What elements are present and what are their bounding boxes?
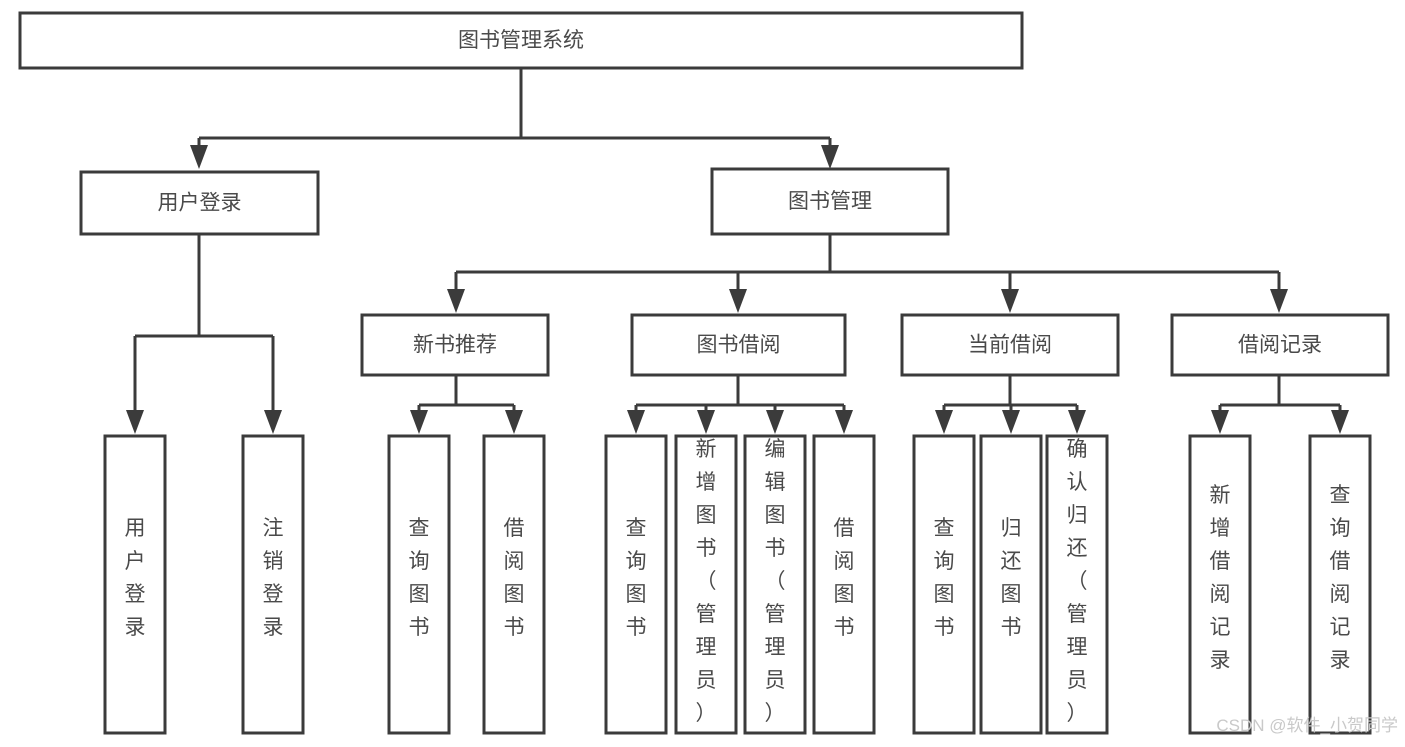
root-box[interactable] bbox=[18, 11, 1024, 70]
leaf-node[interactable]: 查询图书 bbox=[912, 434, 976, 735]
level2-node[interactable]: 当前借阅 bbox=[900, 313, 1120, 377]
leaf-label: 确认归还（管理员） bbox=[1067, 438, 1088, 725]
level2-node[interactable]: 新书推荐 bbox=[360, 313, 550, 377]
csdn-watermark: CSDN @软件_小贺同学 bbox=[1216, 716, 1398, 735]
level2-node[interactable]: 借阅记录 bbox=[1170, 313, 1390, 377]
leaf-box[interactable] bbox=[387, 434, 451, 735]
leaf-label: 注销登录 bbox=[263, 517, 284, 639]
connector-current-to-leaves bbox=[935, 375, 1086, 434]
leaf-label: 归还图书 bbox=[1001, 517, 1022, 639]
level1-label: 用户登录 bbox=[158, 192, 242, 215]
level1-node[interactable]: 图书管理 bbox=[710, 167, 950, 236]
level2-label: 当前借阅 bbox=[968, 334, 1052, 357]
leaf-label: 查询图书 bbox=[626, 517, 647, 639]
leaf-label: 借阅图书 bbox=[834, 517, 855, 639]
connector-books-to-level2 bbox=[447, 234, 1288, 313]
leaf-label: 新增图书（管理员） bbox=[696, 438, 717, 725]
leaf-node[interactable]: 查询图书 bbox=[387, 434, 451, 735]
leaf-box[interactable] bbox=[1308, 434, 1372, 735]
leaf-label: 编辑图书（管理员） bbox=[765, 438, 786, 725]
leaf-node[interactable]: 查询借阅记录 bbox=[1308, 434, 1372, 735]
leaf-node[interactable]: 查询图书 bbox=[604, 434, 668, 735]
root-node[interactable]: 图书管理系统 bbox=[18, 11, 1024, 70]
level2-box[interactable] bbox=[1170, 313, 1390, 377]
leaf-box[interactable] bbox=[103, 434, 167, 735]
leaf-box[interactable] bbox=[812, 434, 876, 735]
level1-box[interactable] bbox=[79, 170, 320, 236]
level2-label: 图书借阅 bbox=[697, 334, 781, 357]
leaf-node[interactable]: 新增借阅记录 bbox=[1188, 434, 1252, 735]
leaf-box[interactable] bbox=[1188, 434, 1252, 735]
leaf-box[interactable] bbox=[1045, 434, 1109, 735]
level2-label: 借阅记录 bbox=[1238, 334, 1322, 357]
connector-records-to-leaves bbox=[1211, 375, 1349, 434]
leaf-box[interactable] bbox=[674, 434, 738, 735]
leaf-node[interactable]: 借阅图书 bbox=[482, 434, 546, 735]
leaf-node[interactable]: 确认归还（管理员） bbox=[1045, 434, 1109, 735]
leaf-box[interactable] bbox=[482, 434, 546, 735]
leaf-node[interactable]: 新增图书（管理员） bbox=[674, 434, 738, 735]
level1-node[interactable]: 用户登录 bbox=[79, 170, 320, 236]
leaf-box[interactable] bbox=[604, 434, 668, 735]
leaf-label: 查询图书 bbox=[934, 517, 955, 639]
level2-box[interactable] bbox=[360, 313, 550, 377]
leaf-node[interactable]: 注销登录 bbox=[241, 434, 305, 735]
leaf-label: 查询借阅记录 bbox=[1330, 484, 1351, 672]
level2-label: 新书推荐 bbox=[413, 334, 497, 357]
leaf-label: 查询图书 bbox=[409, 517, 430, 639]
level2-node[interactable]: 图书借阅 bbox=[630, 313, 847, 377]
leaf-box[interactable] bbox=[979, 434, 1043, 735]
leaf-label: 用户登录 bbox=[125, 517, 146, 639]
connector-borrow-to-leaves bbox=[627, 375, 853, 434]
connector-layer bbox=[126, 68, 1349, 434]
leaf-box[interactable] bbox=[912, 434, 976, 735]
level2-box[interactable] bbox=[900, 313, 1120, 377]
leaf-label: 新增借阅记录 bbox=[1210, 484, 1231, 672]
leaf-node[interactable]: 编辑图书（管理员） bbox=[743, 434, 807, 735]
level1-box[interactable] bbox=[710, 167, 950, 236]
leaf-box[interactable] bbox=[241, 434, 305, 735]
leaf-box[interactable] bbox=[743, 434, 807, 735]
connector-login-to-leaves bbox=[126, 234, 282, 434]
connector-newbooks-to-leaves bbox=[410, 375, 523, 434]
node-layer: 图书管理系统用户登录图书管理新书推荐图书借阅当前借阅借阅记录用户登录注销登录查询… bbox=[18, 11, 1390, 735]
leaf-label: 借阅图书 bbox=[504, 517, 525, 639]
root-label: 图书管理系统 bbox=[458, 29, 584, 52]
level1-label: 图书管理 bbox=[788, 190, 872, 213]
leaf-node[interactable]: 借阅图书 bbox=[812, 434, 876, 735]
connector-root-to-level1 bbox=[190, 68, 839, 169]
leaf-node[interactable]: 归还图书 bbox=[979, 434, 1043, 735]
leaf-node[interactable]: 用户登录 bbox=[103, 434, 167, 735]
level2-box[interactable] bbox=[630, 313, 847, 377]
